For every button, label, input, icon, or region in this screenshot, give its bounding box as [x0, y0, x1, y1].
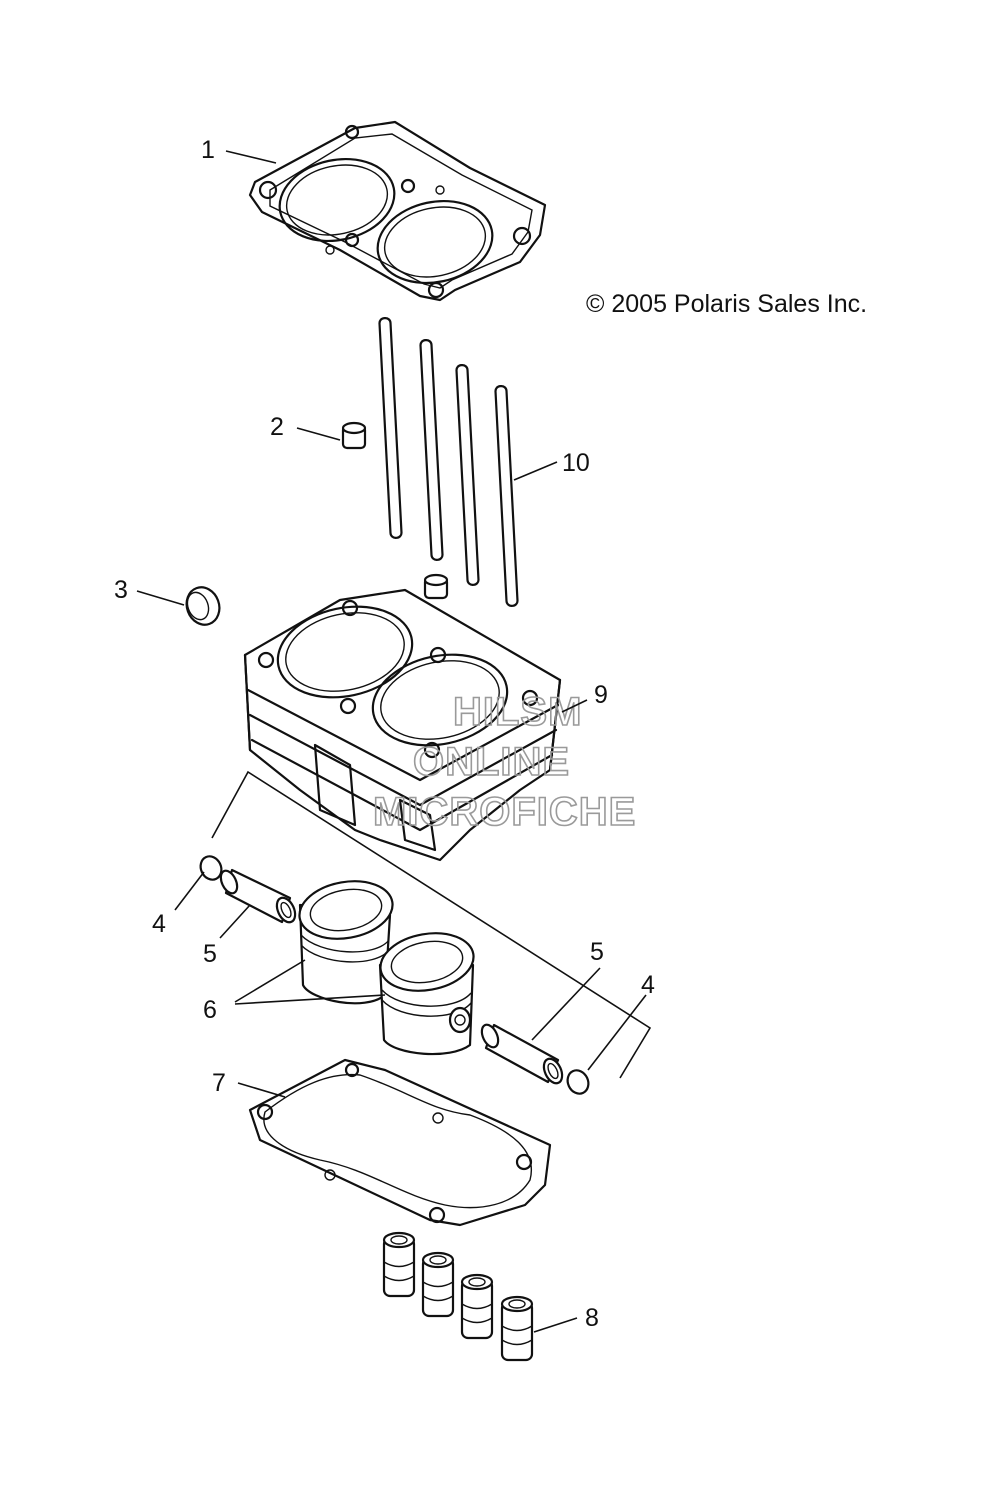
callout-10: 10	[562, 449, 590, 477]
cylinder-9	[243, 588, 562, 862]
leader-lines	[136, 150, 647, 1333]
dowel-2	[341, 421, 367, 450]
callout-9: 9	[594, 681, 608, 709]
watermark-line-3: MICROFICHE	[373, 790, 636, 834]
plug-3	[185, 586, 221, 626]
studs	[378, 316, 519, 607]
callout-5-right: 5	[590, 938, 604, 966]
callout-4-left: 4	[152, 910, 166, 938]
stud-sleeves-8	[382, 1231, 534, 1362]
callout-1: 1	[201, 136, 215, 164]
group-bracket	[211, 770, 652, 1079]
callout-6: 6	[203, 996, 217, 1024]
piston-pin-right	[480, 1023, 564, 1085]
circlip-right	[566, 1069, 590, 1095]
watermark-line-1: HILSM	[453, 690, 582, 734]
callout-2: 2	[270, 413, 284, 441]
callout-3: 3	[114, 576, 128, 604]
base-gasket-7	[248, 1058, 552, 1227]
head-gasket	[248, 120, 547, 302]
pistons-6	[298, 880, 475, 1056]
callout-7: 7	[212, 1069, 226, 1097]
piston-pin-left	[219, 868, 297, 924]
copyright-notice: © 2005 Polaris Sales Inc.	[586, 290, 867, 318]
callout-8: 8	[585, 1304, 599, 1332]
watermark: HILSM ONLINE MICROFICHE	[372, 689, 636, 835]
circlip-left	[199, 855, 223, 881]
callouts: 1 2 3 4 5 6 4 5 7 8 9 10	[114, 136, 655, 1332]
watermark-line-2: ONLINE	[413, 740, 570, 784]
callout-4-right: 4	[641, 971, 655, 999]
dowel-on-cylinder	[423, 573, 449, 600]
callout-5-left: 5	[203, 940, 217, 968]
